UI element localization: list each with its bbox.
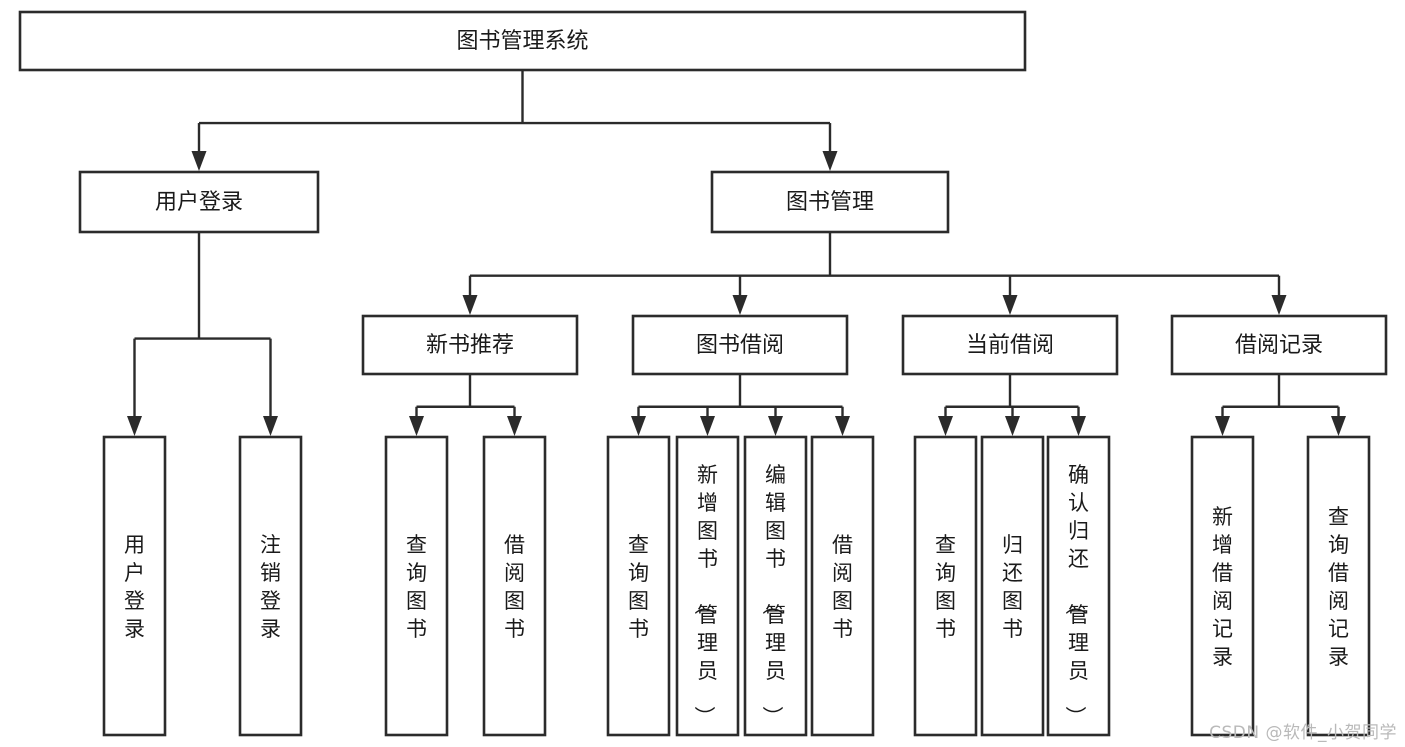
- node-box-leaf-query-book-1: [384, 435, 449, 737]
- node-box-leaf-borrow-book-2: [810, 435, 875, 737]
- connector-group-user-login: [127, 232, 278, 436]
- node-label-borrow-record: 借阅记录: [1235, 333, 1323, 358]
- node-label-new-book-recommend: 新书推荐: [426, 333, 514, 358]
- node-label-leaf-user-login: 用户登录: [124, 533, 145, 641]
- node-leaf-add-record[interactable]: 新增借阅记录: [1190, 435, 1255, 737]
- node-book-manage[interactable]: 图书管理: [710, 170, 950, 234]
- node-box-book-borrow: [631, 314, 849, 376]
- node-label-leaf-query-book-1: 查询图书: [406, 533, 427, 641]
- node-label-leaf-borrow-book-2: 借阅图书: [832, 533, 853, 641]
- node-current-borrow[interactable]: 当前借阅: [901, 314, 1119, 376]
- node-box-leaf-add-book: [675, 435, 740, 737]
- node-box-leaf-confirm-return: [1046, 435, 1111, 737]
- connector-layer: [127, 70, 1346, 436]
- node-box-leaf-borrow-book-1: [482, 435, 547, 737]
- node-box-root: [18, 10, 1027, 72]
- node-box-user-login: [78, 170, 320, 234]
- node-leaf-query-book-1[interactable]: 查询图书: [384, 435, 449, 737]
- node-label-leaf-return-book: 归还图书: [1002, 533, 1023, 641]
- watermark-label: CSDN @软件_小贺同学: [1209, 723, 1397, 743]
- node-layer: 图书管理系统用户登录图书管理新书推荐图书借阅当前借阅借阅记录用户登录注销登录查询…: [18, 10, 1388, 737]
- connector-group-book-borrow: [631, 374, 850, 436]
- node-box-leaf-return-book: [980, 435, 1045, 737]
- node-leaf-logout[interactable]: 注销登录: [238, 435, 303, 737]
- node-label-leaf-borrow-book-1: 借阅图书: [504, 533, 525, 641]
- node-leaf-confirm-return[interactable]: 确认归还（管理员）: [1046, 435, 1111, 737]
- node-box-book-manage: [710, 170, 950, 234]
- node-label-book-borrow: 图书借阅: [696, 333, 784, 358]
- node-leaf-add-book[interactable]: 新增图书（管理员）: [675, 435, 740, 737]
- node-leaf-user-login[interactable]: 用户登录: [102, 435, 167, 737]
- node-label-leaf-edit-book: 编辑图书（管理员）: [760, 463, 786, 727]
- connector-group-borrow-record: [1215, 374, 1346, 436]
- connector-group-current-borrow: [938, 374, 1086, 436]
- node-label-book-manage: 图书管理: [786, 190, 874, 215]
- node-box-leaf-query-book-3: [913, 435, 978, 737]
- node-borrow-record[interactable]: 借阅记录: [1170, 314, 1388, 376]
- node-label-leaf-add-book: 新增图书（管理员）: [692, 463, 718, 727]
- node-leaf-query-book-2[interactable]: 查询图书: [606, 435, 671, 737]
- node-box-leaf-query-record: [1306, 435, 1371, 737]
- node-label-leaf-confirm-return: 确认归还（管理员）: [1063, 463, 1089, 727]
- node-label-leaf-query-book-2: 查询图书: [628, 533, 649, 641]
- node-label-leaf-query-book-3: 查询图书: [935, 533, 956, 641]
- node-leaf-query-book-3[interactable]: 查询图书: [913, 435, 978, 737]
- node-book-borrow[interactable]: 图书借阅: [631, 314, 849, 376]
- node-root[interactable]: 图书管理系统: [18, 10, 1027, 72]
- node-label-leaf-add-record: 新增借阅记录: [1212, 505, 1233, 669]
- node-label-current-borrow: 当前借阅: [966, 333, 1054, 358]
- connector-group-new-book-recommend: [409, 374, 522, 436]
- node-box-borrow-record: [1170, 314, 1388, 376]
- node-leaf-borrow-book-2[interactable]: 借阅图书: [810, 435, 875, 737]
- node-leaf-edit-book[interactable]: 编辑图书（管理员）: [743, 435, 808, 737]
- node-box-leaf-logout: [238, 435, 303, 737]
- node-box-new-book-recommend: [361, 314, 579, 376]
- node-box-leaf-edit-book: [743, 435, 808, 737]
- node-new-book-recommend[interactable]: 新书推荐: [361, 314, 579, 376]
- node-label-leaf-query-record: 查询借阅记录: [1328, 505, 1349, 669]
- connector-group-root: [191, 70, 838, 171]
- node-leaf-borrow-book-1[interactable]: 借阅图书: [482, 435, 547, 737]
- node-box-leaf-add-record: [1190, 435, 1255, 737]
- node-user-login[interactable]: 用户登录: [78, 170, 320, 234]
- node-label-leaf-logout: 注销登录: [260, 533, 281, 641]
- node-leaf-return-book[interactable]: 归还图书: [980, 435, 1045, 737]
- node-label-user-login: 用户登录: [155, 190, 243, 215]
- connector-group-book-manage: [462, 232, 1287, 315]
- node-box-leaf-user-login: [102, 435, 167, 737]
- node-box-current-borrow: [901, 314, 1119, 376]
- node-label-root: 图书管理系统: [456, 29, 588, 54]
- node-leaf-query-record[interactable]: 查询借阅记录: [1306, 435, 1371, 737]
- node-box-leaf-query-book-2: [606, 435, 671, 737]
